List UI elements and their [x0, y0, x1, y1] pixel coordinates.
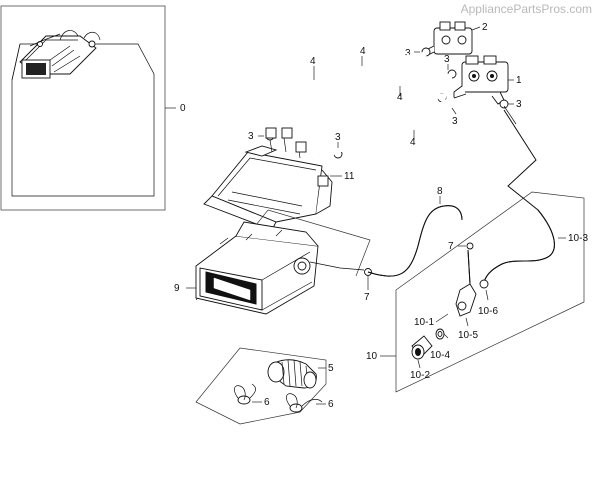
callout-10-5: 10-5 — [458, 330, 478, 341]
callout-3-mid: 3 — [444, 54, 450, 65]
callout-2: 2 — [482, 22, 488, 33]
callout-7-left: 7 — [364, 292, 370, 303]
water-valve-1 — [453, 55, 509, 105]
callout-4-mid: 4 — [397, 92, 403, 103]
callout-6-right: 6 — [328, 399, 334, 410]
callout-3-center: 3 — [335, 132, 341, 143]
dispenser-box-9 — [195, 221, 365, 315]
callout-3-top: 3 — [405, 48, 411, 59]
callout-3-right: 3 — [516, 99, 522, 110]
inlet-hose-assembly-frame — [395, 191, 585, 393]
callout-7-right: 7 — [448, 241, 454, 252]
callout-4-lower: 4 — [410, 137, 416, 148]
callout-10: 10 — [366, 351, 378, 362]
callout-1: 1 — [516, 75, 522, 86]
hose-10-3 — [483, 109, 555, 283]
callout-9: 9 — [174, 283, 180, 294]
spring-clamp-6-right — [286, 393, 323, 413]
callout-5: 5 — [328, 363, 334, 374]
callout-6-left: 6 — [264, 397, 270, 408]
callout-8: 8 — [437, 186, 443, 197]
hose-fitting-10-2 — [411, 335, 433, 360]
bellows-hose-5 — [267, 359, 317, 389]
bellows-explode-frame — [195, 347, 327, 425]
callout-10-1: 10-1 — [414, 317, 434, 328]
assembled-dispenser-inset — [0, 5, 176, 211]
inset-frame — [0, 5, 166, 211]
elbow-fitting-10-5 — [455, 283, 477, 317]
drain-hose-8 — [367, 205, 463, 277]
inset-dispenser-assembly — [19, 30, 101, 79]
callout-11: 11 — [344, 171, 355, 182]
hose-clamp-7-right — [466, 242, 474, 285]
watermark-text: AppliancePartsPros.com — [460, 2, 592, 16]
valve-connector-line — [503, 105, 517, 125]
water-valve-2 — [425, 21, 473, 57]
clamp-10-6 — [479, 279, 489, 289]
spring-clamp-6-left — [234, 383, 256, 405]
washer-10-4 — [435, 328, 445, 340]
callout-10-4: 10-4 — [430, 350, 450, 361]
callout-10-3: 10-3 — [568, 233, 588, 244]
dispenser-cover-11 — [203, 127, 333, 231]
callout-10-6: 10-6 — [478, 306, 498, 317]
callout-3-left: 3 — [248, 131, 254, 142]
callout-3-lower: 3 — [452, 116, 458, 127]
callout-4-top: 4 — [360, 46, 366, 57]
callout-0: 0 — [180, 103, 186, 114]
callout-10-2: 10-2 — [410, 370, 430, 381]
water-hoses-4 — [268, 51, 456, 163]
callout-4-left: 4 — [310, 56, 316, 67]
